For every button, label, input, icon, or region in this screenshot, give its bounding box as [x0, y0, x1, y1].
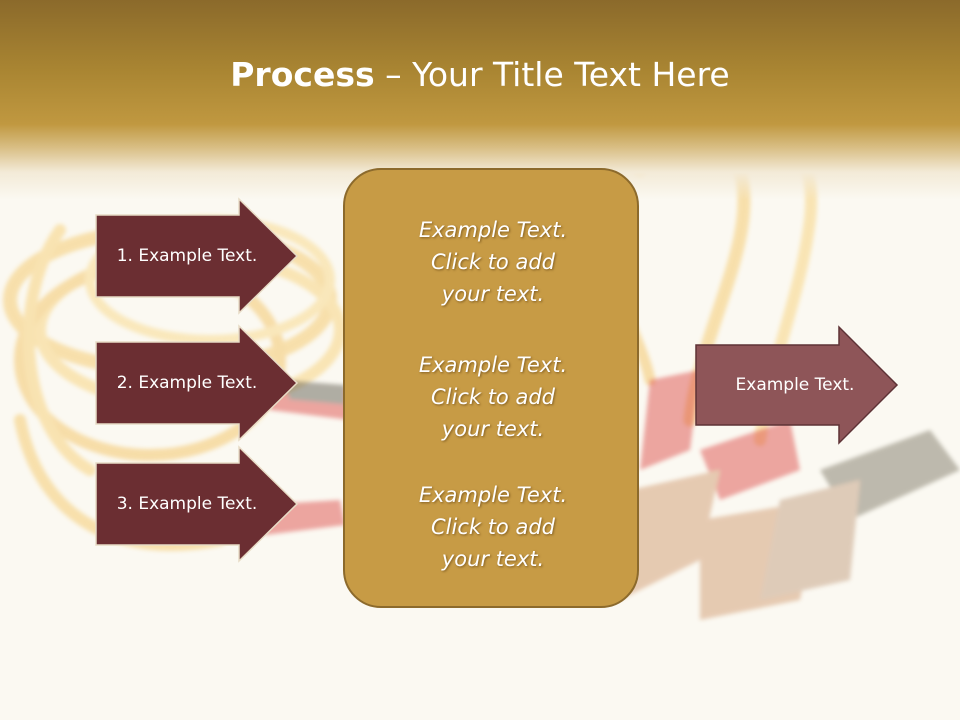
left-arrow-2-label: 2. Example Text.	[116, 373, 258, 393]
left-arrow-3-shape	[95, 445, 299, 563]
right-arrow-shape	[695, 325, 899, 445]
title-bold-part: Process	[230, 55, 375, 94]
center-item-2: Example Text. Click to add your text.	[345, 349, 641, 445]
center-item-3-line3: your text.	[441, 547, 545, 571]
left-arrow-3[interactable]: 3. Example Text.	[95, 445, 299, 563]
left-arrow-3-label: 3. Example Text.	[116, 494, 258, 514]
center-item-1: Example Text. Click to add your text.	[345, 214, 641, 310]
title-rest-part: – Your Title Text Here	[374, 55, 730, 94]
center-item-1-line2: Click to add	[430, 250, 555, 274]
center-item-2-line2: Click to add	[430, 385, 555, 409]
center-text-box[interactable]: Example Text. Click to add your text. Ex…	[343, 168, 639, 608]
left-arrow-2[interactable]: 2. Example Text.	[95, 324, 299, 442]
left-arrow-1-shape	[95, 197, 299, 315]
slide-title: Process – Your Title Text Here	[0, 52, 960, 98]
center-item-2-line3: your text.	[441, 417, 545, 441]
center-item-3: Example Text. Click to add your text.	[345, 479, 641, 575]
center-item-3-line2: Click to add	[430, 515, 555, 539]
left-arrow-1[interactable]: 1. Example Text.	[95, 197, 299, 315]
center-item-1-line1: Example Text.	[418, 218, 568, 242]
right-arrow-label: Example Text.	[735, 375, 855, 395]
center-item-3-line1: Example Text.	[418, 483, 568, 507]
right-arrow[interactable]: Example Text.	[695, 325, 899, 445]
header-band	[0, 0, 960, 200]
center-item-2-line1: Example Text.	[418, 353, 568, 377]
left-arrow-1-label: 1. Example Text.	[116, 246, 258, 266]
left-arrow-2-shape	[95, 324, 299, 442]
center-item-1-line3: your text.	[441, 282, 545, 306]
